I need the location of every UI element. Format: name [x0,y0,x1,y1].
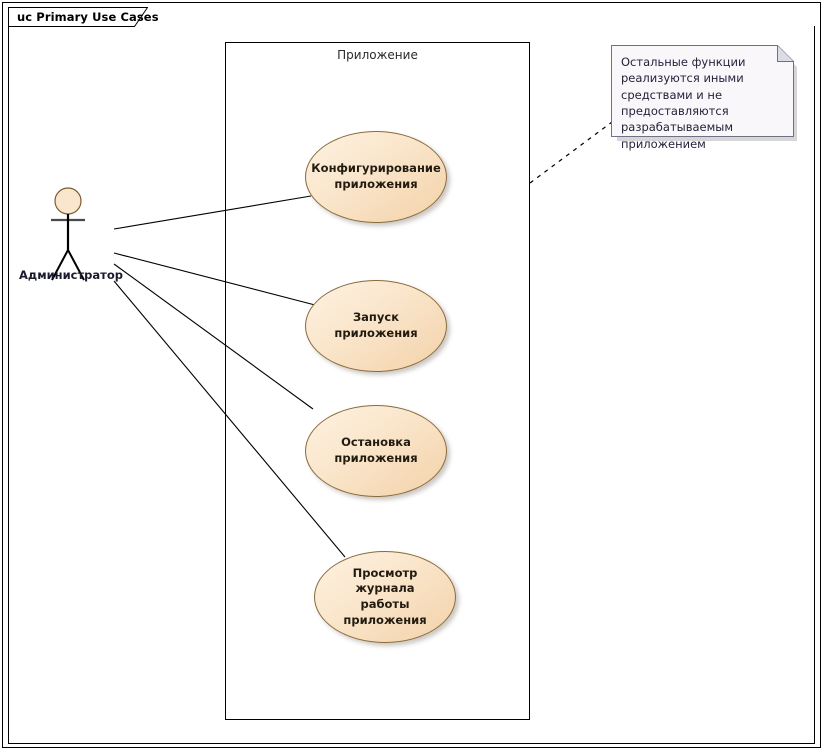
stick-figure-actor-icon [51,187,85,281]
use-case-label: Конфигурирование приложения [311,161,441,191]
use-case-stop[interactable]: Остановка приложения [305,405,447,497]
use-case-configure[interactable]: Конфигурирование приложения [305,131,447,223]
note-box[interactable]: Остальные функции реализуются иными сред… [611,45,797,151]
actor-label: Администратор [19,268,123,282]
use-case-start[interactable]: Запуск приложения [305,280,447,372]
use-case-view-log[interactable]: Просмотр журнала работы приложения [314,551,456,643]
frame-tab-shape-icon [8,7,148,27]
note-text: Остальные функции реализуются иными сред… [621,55,746,151]
use-case-label: Просмотр журнала работы приложения [343,565,427,627]
diagram-frame-tab: uc Primary Use Cases [8,7,159,27]
actor-administrator[interactable] [26,182,122,287]
note-shape-icon [611,45,797,141]
use-case-label: Остановка приложения [334,435,418,465]
use-case-label: Запуск приложения [334,310,418,340]
diagram-title: uc Primary Use Cases [17,10,159,24]
system-boundary-label: Приложение [337,48,418,62]
